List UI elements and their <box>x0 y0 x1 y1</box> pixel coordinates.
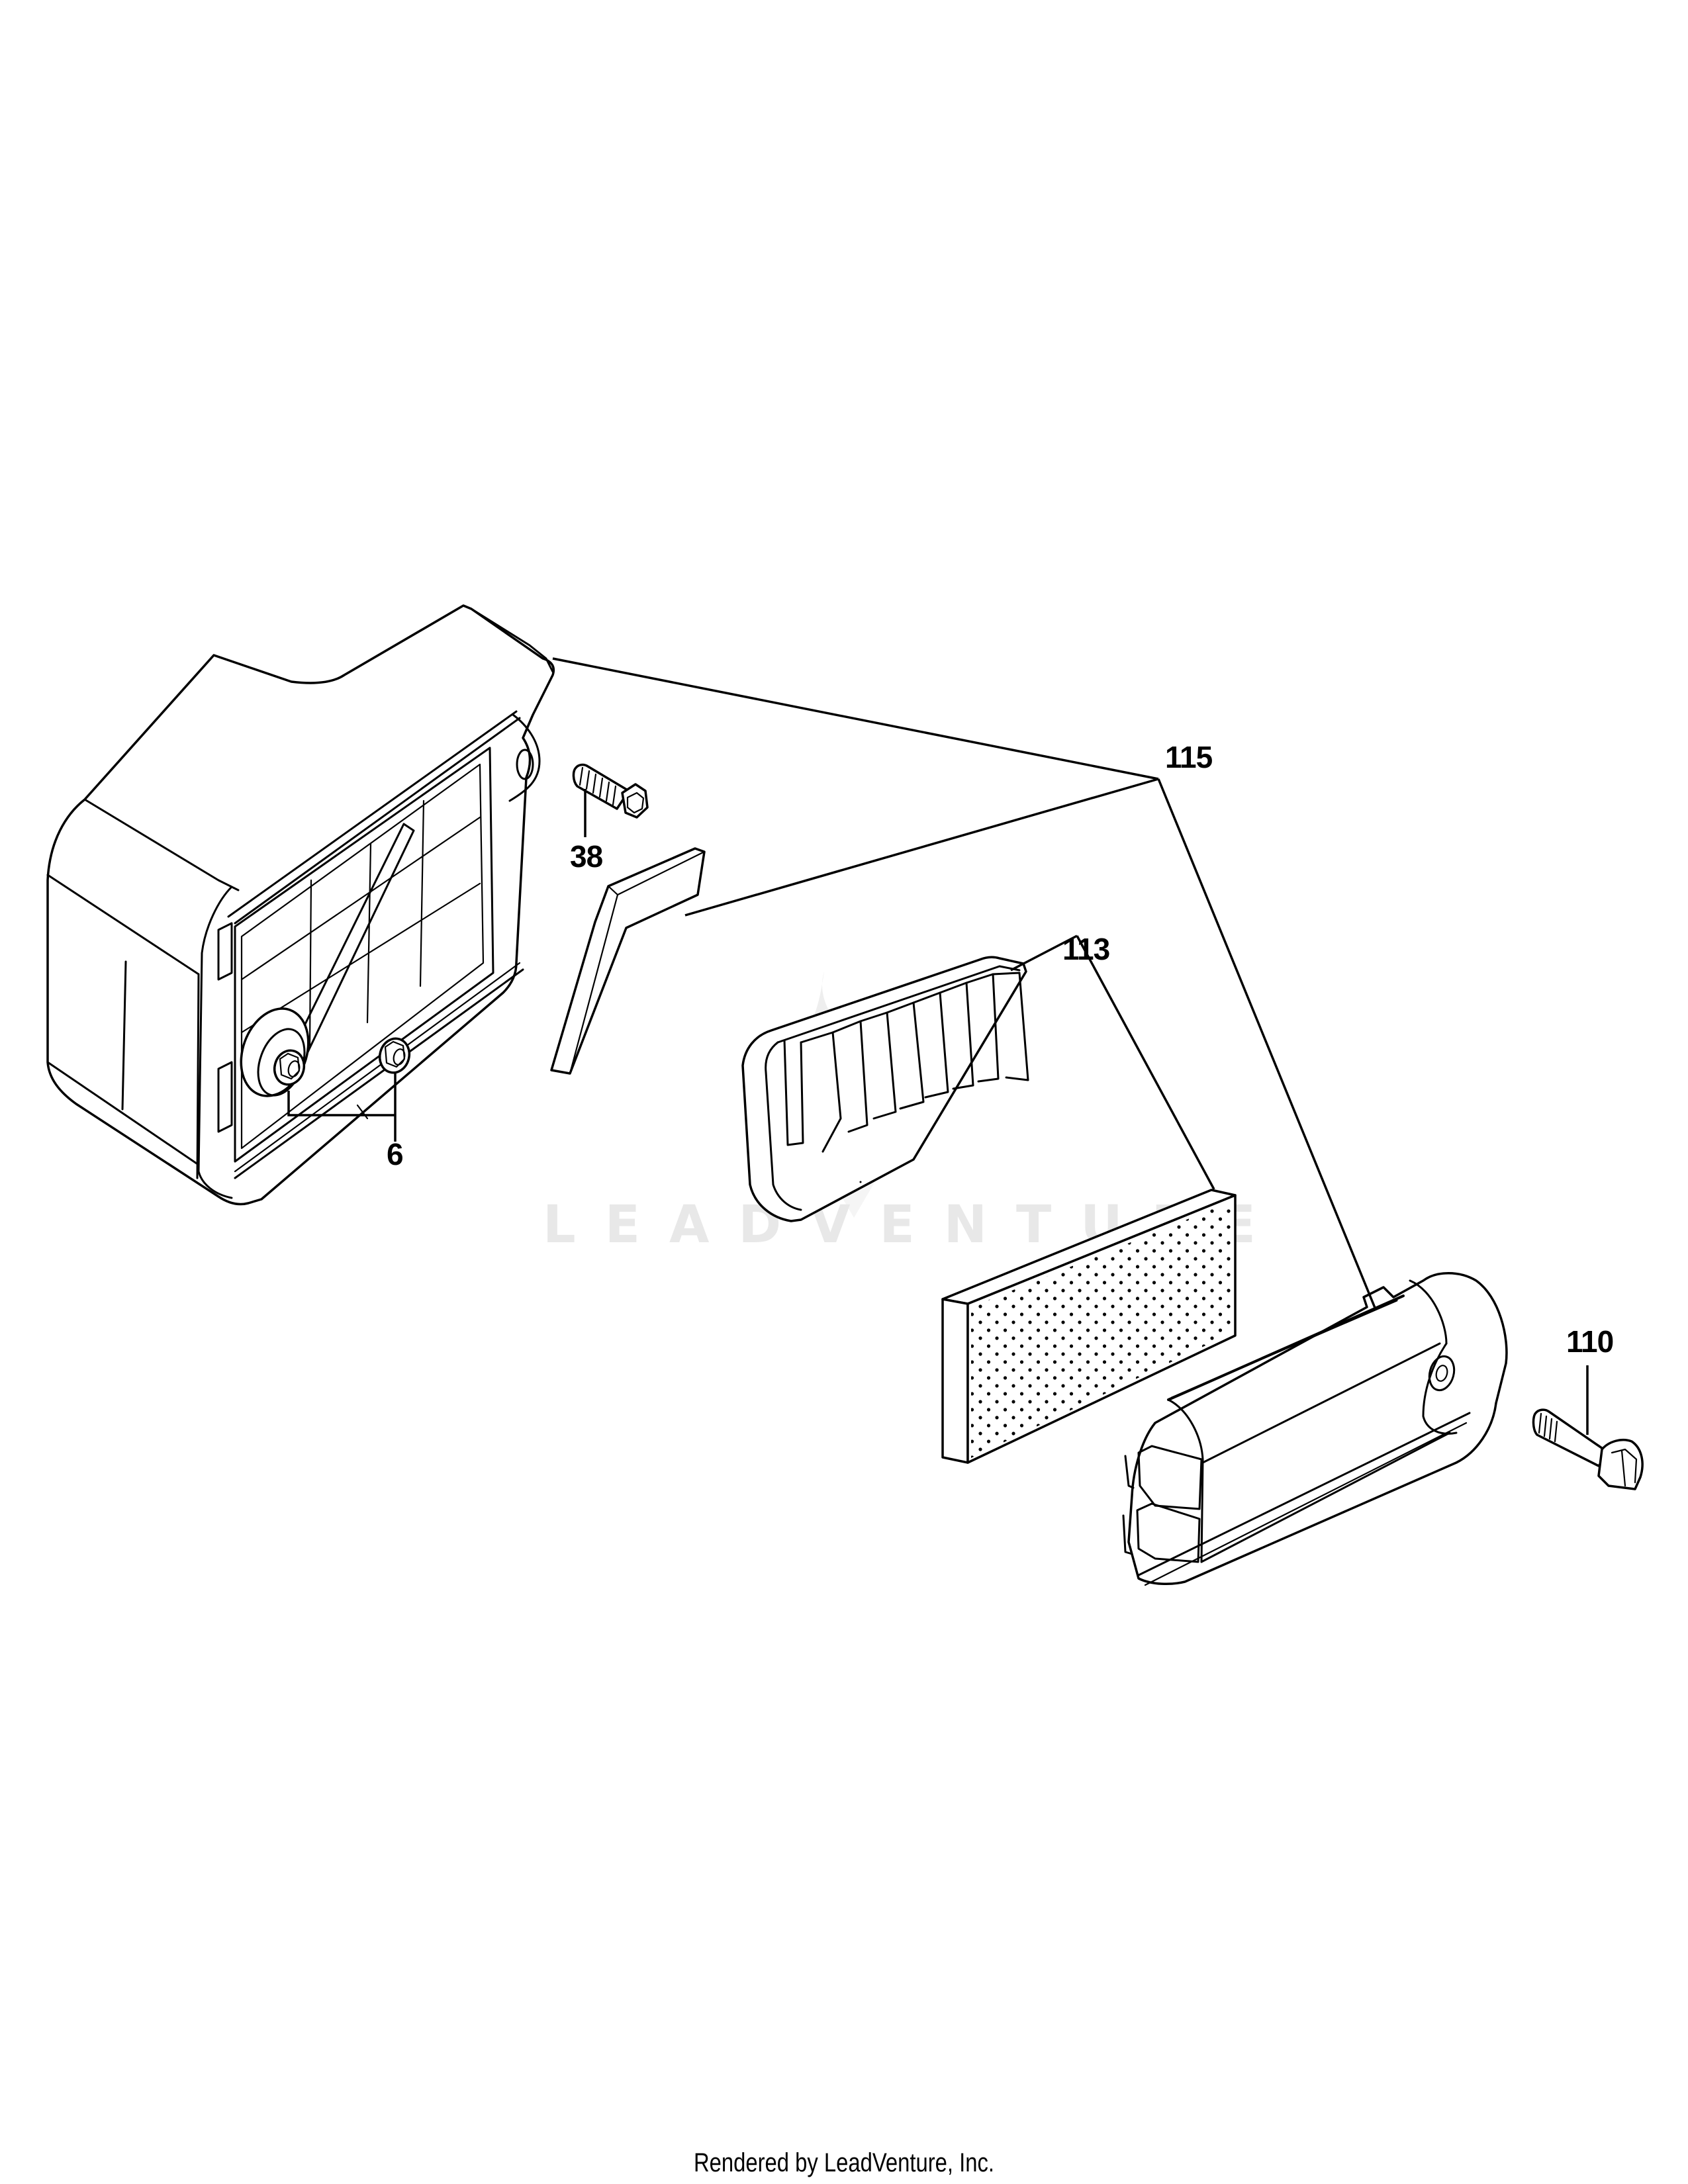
stray-dot <box>859 1181 862 1183</box>
pleated-paper-filter <box>741 956 1029 1222</box>
callout-113[interactable]: 113 <box>1062 932 1110 966</box>
cover-knob-screw <box>1532 1408 1644 1490</box>
leader-113-to-foam <box>1076 935 1215 1190</box>
hex-flange-bolt <box>572 763 649 819</box>
callout-115[interactable]: 115 <box>1165 740 1213 774</box>
leader-113-to-paper <box>1010 934 1078 972</box>
leader-6 <box>287 1073 397 1142</box>
leader-115-to-housing <box>552 657 1159 780</box>
leader-lines <box>287 657 1589 1435</box>
hex-flange-nut-left <box>273 1049 306 1086</box>
hex-flange-nut-right <box>378 1037 411 1074</box>
air-cleaner-cover <box>1122 1272 1508 1586</box>
leader-115-to-gasket <box>684 778 1159 917</box>
leader-115-to-cover <box>1157 778 1376 1308</box>
callouts: 115 38 113 6 110 <box>387 740 1614 1359</box>
callout-110[interactable]: 110 <box>1566 1324 1614 1359</box>
foam-pre-filter <box>941 1189 1237 1464</box>
air-cleaner-base-housing <box>46 604 555 1206</box>
callout-6[interactable]: 6 <box>387 1137 404 1171</box>
footer-credit: Rendered by LeadVenture, Inc. <box>693 2148 995 2177</box>
callout-38[interactable]: 38 <box>570 839 604 874</box>
gasket <box>550 847 706 1075</box>
